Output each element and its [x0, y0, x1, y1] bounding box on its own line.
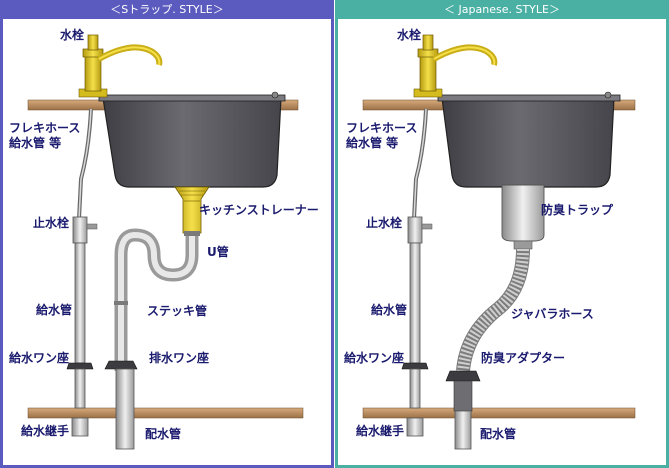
label-flex-hose: フレキホース	[346, 121, 418, 135]
label-stop-valve: 止水栓	[33, 216, 70, 230]
s-trap-header: ＜Sトラップ. STYLE＞	[3, 0, 331, 19]
faucet	[78, 34, 163, 98]
sink-rim	[98, 94, 286, 102]
floor	[27, 407, 304, 419]
faucet	[413, 34, 498, 98]
odor-trap	[501, 184, 545, 242]
drain-pipe	[454, 410, 472, 450]
label-faucet: 水栓	[60, 28, 85, 42]
label-supply-pipe-etc: 給水管 等	[346, 136, 399, 150]
label-flex-hose: フレキホース	[9, 121, 81, 135]
label-supply-washer: 給水ワン座	[9, 351, 70, 365]
label-supply-pipe-etc: 給水管 等	[9, 136, 62, 150]
s-trap-illustration	[27, 34, 304, 450]
label-supply-washer: 給水ワン座	[344, 351, 405, 365]
drain-washer	[104, 360, 138, 370]
label-supply-pipe: 給水管	[371, 303, 408, 317]
rim-screw	[604, 91, 612, 99]
label-u-pipe: U管	[207, 245, 229, 259]
label-kitchen-strainer: キッチンストレーナー	[199, 203, 319, 217]
label-bellows-hose: ジャバラホース	[511, 307, 594, 321]
sink-basin	[441, 97, 615, 188]
label-supply-pipe: 給水管	[36, 303, 73, 317]
supply-joint	[71, 417, 89, 437]
kitchen-strainer	[174, 186, 210, 234]
stop-valve	[407, 216, 423, 244]
label-odor-trap: 防臭トラップ	[541, 203, 614, 217]
s-trap-panel: ＜Sトラップ. STYLE＞	[0, 0, 334, 468]
stop-valve	[72, 216, 88, 244]
label-drain-washer: 排水ワン座	[149, 351, 210, 365]
supply-pipe	[409, 242, 421, 364]
label-faucet: 水栓	[397, 28, 422, 42]
label-drain-pipe: 配水管	[145, 427, 182, 441]
supply-washer	[401, 362, 429, 370]
japanese-style-panel: ＜ Japanese. STYLE＞	[335, 0, 669, 468]
odor-adapter	[445, 370, 481, 382]
sink-rim	[437, 94, 621, 102]
rim-screw	[271, 91, 279, 99]
label-stop-valve: 止水栓	[366, 216, 403, 230]
supply-pipe	[74, 242, 86, 364]
label-drain-pipe: 配水管	[480, 427, 517, 441]
label-stick-pipe: ステッキ管	[147, 304, 208, 318]
label-supply-joint: 給水継手	[356, 424, 405, 438]
floor	[362, 407, 636, 419]
sink-basin	[102, 97, 282, 188]
drain-pipe	[115, 368, 135, 450]
japanese-style-header: ＜ Japanese. STYLE＞	[338, 0, 666, 19]
supply-joint	[406, 417, 424, 437]
label-supply-joint: 給水継手	[21, 424, 70, 438]
supply-washer	[66, 362, 94, 370]
label-odor-adapter: 防臭アダプター	[481, 351, 566, 365]
japanese-style-illustration	[362, 34, 636, 450]
